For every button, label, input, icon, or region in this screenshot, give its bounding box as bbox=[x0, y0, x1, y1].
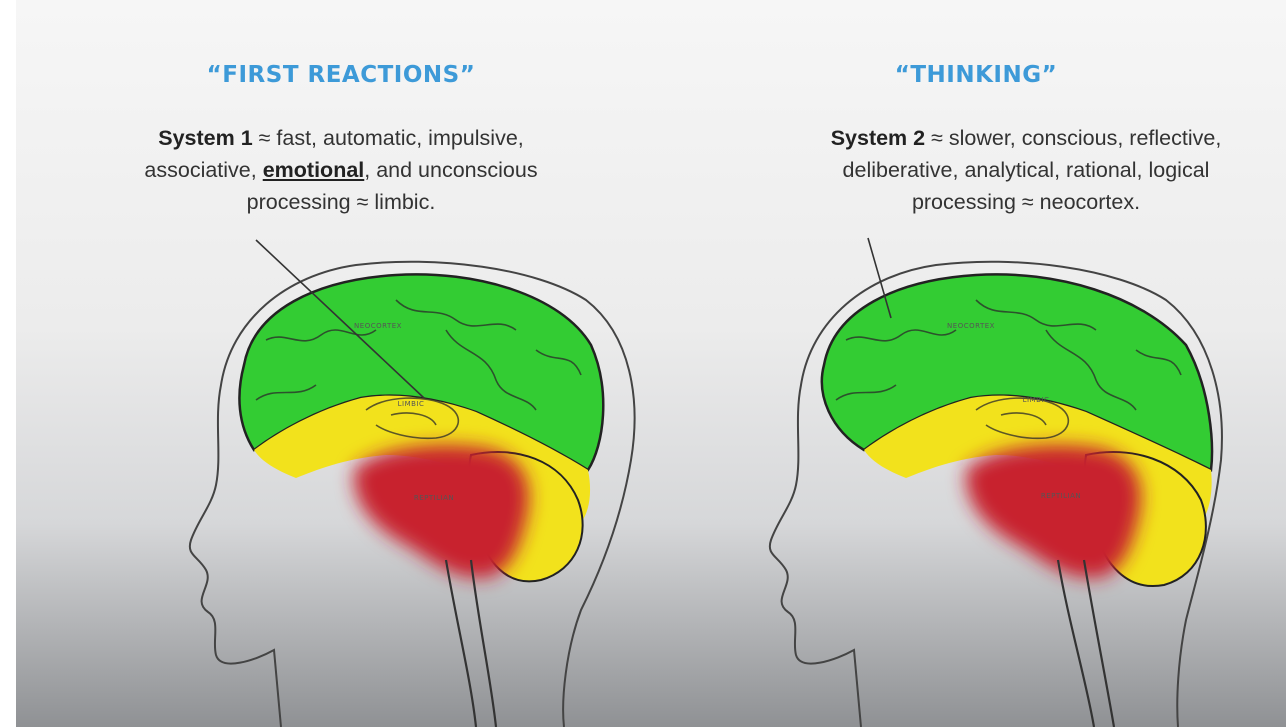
reptilian-label: REPTILIAN bbox=[414, 494, 454, 502]
brain-stem bbox=[446, 560, 496, 727]
neocortex-label: NEOCORTEX bbox=[947, 322, 995, 330]
system-1-panel: “FIRST REACTIONS” System 1 ≈ fast, autom… bbox=[16, 0, 666, 727]
reptilian-label: REPTILIAN bbox=[1041, 492, 1081, 500]
limbic-label: LIMBIC bbox=[398, 400, 425, 408]
system-2-panel: “THINKING” System 2 ≈ slower, conscious,… bbox=[666, 0, 1286, 727]
neocortex-label: NEOCORTEX bbox=[354, 322, 402, 330]
reptilian-region bbox=[966, 445, 1141, 578]
brain-diagram-left: NEOCORTEX LIMBIC REPTILIAN bbox=[16, 0, 666, 727]
brain-stem bbox=[1058, 560, 1114, 727]
brain-diagram-right: NEOCORTEX LIMBIC REPTILIAN bbox=[666, 0, 1286, 727]
limbic-label: LIMBIC bbox=[1023, 396, 1050, 404]
slide: “FIRST REACTIONS” System 1 ≈ fast, autom… bbox=[16, 0, 1286, 727]
reptilian-region bbox=[354, 445, 529, 578]
